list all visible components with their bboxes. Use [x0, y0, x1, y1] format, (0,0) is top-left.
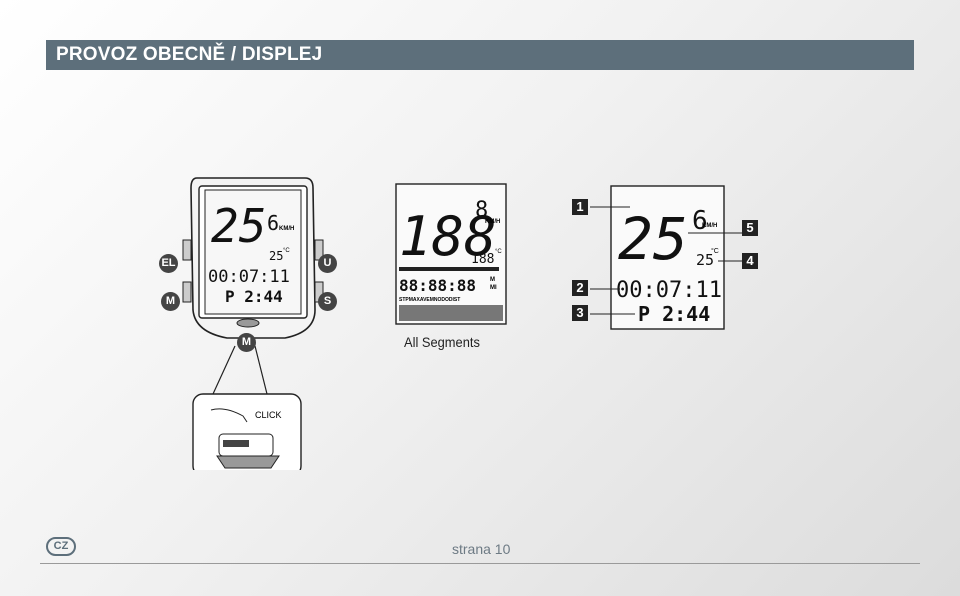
u-button-label: U — [318, 254, 337, 273]
device-time: 00:07:11 — [208, 267, 290, 287]
detail-speed-decimal: 6 — [692, 206, 708, 236]
all-seg-side-m: M — [490, 277, 495, 283]
detail-temp-unit: °C — [711, 247, 719, 255]
footer-divider — [40, 563, 920, 564]
device-unit: KM/H — [279, 226, 294, 232]
all-seg-side-mi: MI — [490, 285, 497, 291]
all-seg-small-digit: 8 — [475, 198, 488, 223]
click-label: CLICK — [255, 410, 282, 420]
detail-temp: 25 — [696, 251, 714, 269]
callout-1: 1 — [572, 199, 588, 215]
m-left-button-label: M — [161, 292, 180, 311]
callout-leader-lines — [590, 206, 742, 315]
language-badge: CZ — [46, 537, 76, 556]
callout-2: 2 — [572, 280, 588, 296]
detail-time: 00:07:11 — [616, 278, 722, 303]
device-speed-decimal: 6 — [267, 211, 279, 235]
detail-display: 25 6 KM/H 25 °C 00:07:11 P 2:44 — [610, 185, 725, 330]
device-clock: P 2:44 — [225, 287, 283, 306]
device-temp-unit: °C — [283, 248, 290, 254]
s-button-label: S — [318, 292, 337, 311]
page-title: PROVOZ OBECNĚ / DISPLEJ — [46, 40, 914, 70]
callout-4: 4 — [742, 253, 758, 269]
el-button-label: EL — [159, 254, 178, 273]
all-seg-mode-row: STPMAXAVEMNODODIST — [399, 297, 460, 303]
all-seg-temp: 188 — [471, 252, 494, 267]
page-number: strana 10 — [452, 541, 511, 557]
all-seg-big-digits: 188 — [399, 205, 497, 268]
m-bottom-button-label: M — [237, 333, 256, 352]
device-temp: 25 — [269, 249, 283, 263]
all-segments-display: 188 8 KM/H 188 °C 88:88:88 M MI STPMAXAV… — [395, 183, 507, 325]
all-segments-caption: All Segments — [404, 334, 480, 350]
all-seg-time: 88:88:88 — [399, 276, 476, 295]
detail-clock: P 2:44 — [638, 302, 710, 326]
all-seg-temp-unit: °C — [495, 249, 502, 255]
all-seg-unit: KM/H — [485, 219, 500, 225]
bike-computer-illustration: 25 6 KM/H 25 °C 00:07:11 P 2:44 CLICK — [182, 177, 324, 470]
detail-unit: KM/H — [702, 223, 717, 229]
device-speed-main: 25 — [211, 199, 266, 253]
callout-5: 5 — [742, 220, 758, 236]
callout-3: 3 — [572, 305, 588, 321]
detail-speed-main: 25 — [618, 205, 688, 273]
